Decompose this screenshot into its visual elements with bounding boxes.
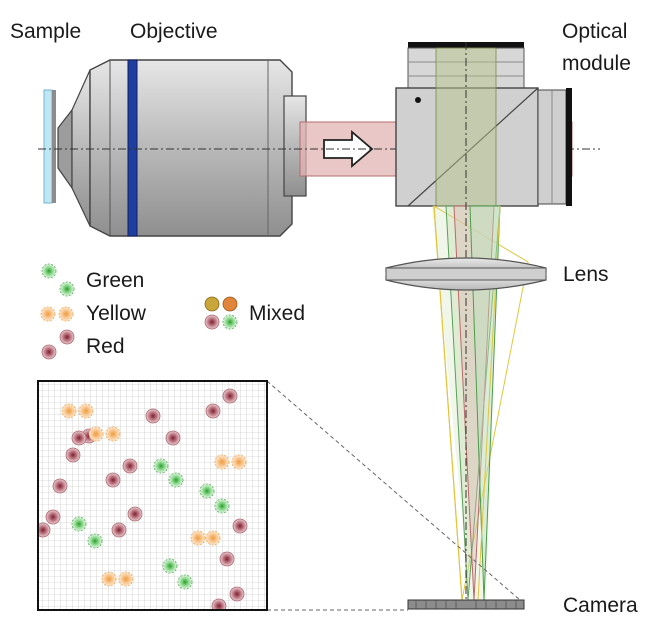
- sensor-zoom-panel: [37, 380, 268, 611]
- red-spot: [65, 447, 81, 463]
- sample-slide: [43, 89, 56, 204]
- green-spot: [199, 483, 215, 499]
- legend-red-label: Red: [86, 335, 125, 358]
- red-spot: [71, 430, 87, 446]
- yellow-spot: [61, 403, 77, 419]
- spots-layer: [38, 388, 248, 610]
- objective-blue-band: [127, 59, 138, 237]
- red-spot: [38, 522, 51, 538]
- optical-module-label-line2: module: [562, 52, 631, 75]
- green-spot: [162, 558, 178, 574]
- yellow-spot: [101, 571, 117, 587]
- green-spot: [214, 498, 230, 514]
- yellow-spot: [105, 426, 121, 442]
- yellow-spot: [214, 454, 230, 470]
- objective-label: Objective: [130, 20, 218, 43]
- optical-module-label-line1: Optical: [562, 20, 627, 43]
- objective: [57, 59, 307, 237]
- red-spot: [219, 551, 235, 567]
- red-spot: [222, 388, 238, 404]
- red-spot: [145, 408, 161, 424]
- camera-sensor: [407, 599, 525, 610]
- yellow-spot: [231, 454, 247, 470]
- yellow-spot: [118, 571, 134, 587]
- legend-yellow-label: Yellow: [86, 302, 147, 325]
- red-spot: [205, 403, 221, 419]
- red-spot: [232, 518, 248, 534]
- red-spot: [211, 598, 227, 610]
- red-spot: [229, 586, 245, 602]
- yellow-spot: [88, 426, 104, 442]
- red-spot: [45, 509, 61, 525]
- sample-label: Sample: [10, 20, 81, 43]
- camera-label: Camera: [563, 594, 638, 617]
- green-spot: [177, 574, 193, 590]
- red-spot: [127, 506, 143, 522]
- yellow-spot: [78, 403, 94, 419]
- legend-green-swatch: [41, 263, 75, 297]
- legend-mixed-label: Mixed: [249, 302, 305, 325]
- red-spot: [122, 458, 138, 474]
- green-spot: [168, 472, 184, 488]
- yellow-spot: [205, 530, 221, 546]
- legend: Green Yellow Red Mixed: [40, 263, 305, 360]
- lens-label: Lens: [563, 263, 609, 286]
- green-spot: [153, 458, 169, 474]
- red-spot: [52, 478, 68, 494]
- legend-yellow-swatch: [40, 306, 74, 322]
- legend-mixed-swatch: [204, 296, 238, 330]
- red-spot: [111, 522, 127, 538]
- red-spot: [105, 472, 121, 488]
- lens: [385, 257, 547, 291]
- yellow-spot: [190, 530, 206, 546]
- green-spot: [71, 516, 87, 532]
- red-spot: [165, 430, 181, 446]
- legend-red-swatch: [41, 329, 75, 360]
- light-cones: [432, 205, 529, 601]
- legend-green-label: Green: [86, 269, 144, 292]
- green-spot: [87, 533, 103, 549]
